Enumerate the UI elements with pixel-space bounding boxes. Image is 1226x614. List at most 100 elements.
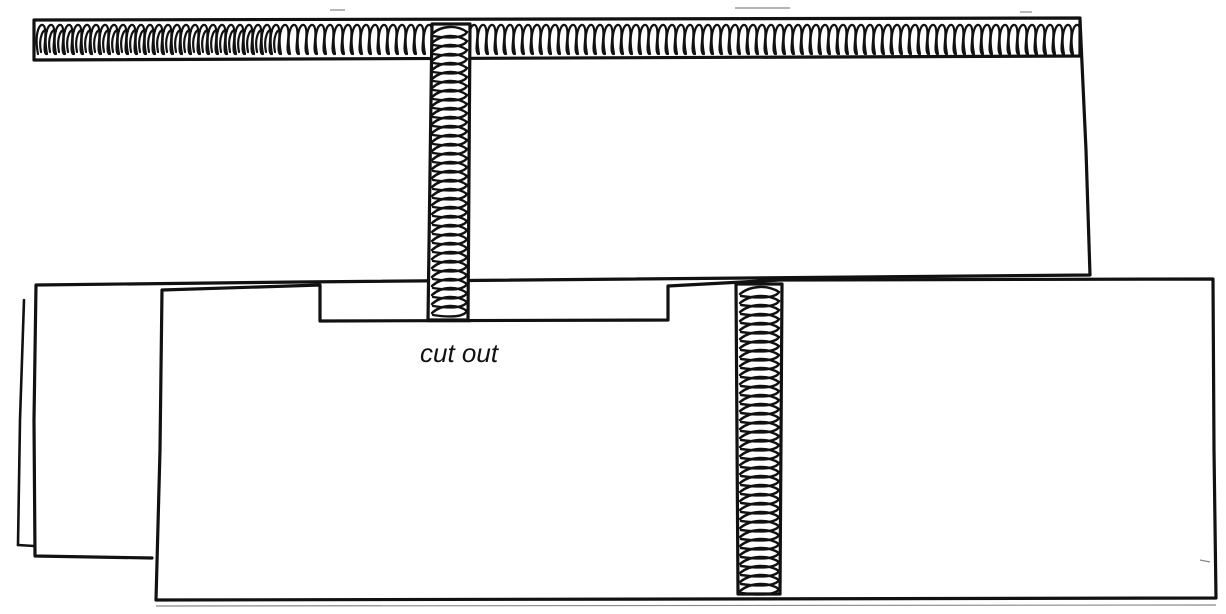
hem-stitch-loop <box>233 23 246 56</box>
hem-stitch-loop <box>764 23 777 56</box>
hem-stitch-loop <box>845 23 858 56</box>
hem-stitch-loop <box>287 23 300 56</box>
hem-stitch-loop <box>1016 23 1029 56</box>
hem-stitch-loop <box>368 23 381 56</box>
hem-stitch-loop <box>1052 23 1065 56</box>
hem-stitch-loop <box>1070 23 1083 56</box>
hem-stitch-loop <box>224 23 237 56</box>
hem-stitch-loop <box>944 23 957 56</box>
sketch-mark <box>1199 559 1211 563</box>
cut-out-label: cut out <box>420 338 500 368</box>
hem-stitch-loop <box>647 23 660 56</box>
hem-stitch-loop <box>719 23 732 56</box>
back-fabric-panel <box>16 16 1092 560</box>
hem-stitch-loop <box>890 23 903 56</box>
hem-stitch-loop <box>134 23 147 56</box>
front-panel-outline <box>154 277 1218 602</box>
hem-stitch-loop <box>809 23 822 56</box>
hem-stitch-loop <box>746 23 759 56</box>
hem-stitch-loop <box>242 23 255 56</box>
hem-stitch-loop <box>800 23 813 56</box>
hem-stitch-loop <box>386 23 399 56</box>
hem-stitch-loop <box>53 23 66 56</box>
hem-stitch-loop <box>503 23 516 56</box>
hem-stitch-loop <box>926 23 939 56</box>
hem-stitch-loop <box>773 23 786 56</box>
back-panel-bottom-edge-shadow <box>16 543 36 548</box>
hem-stitch-loop <box>557 23 570 56</box>
hem-stitch-loop <box>269 23 282 56</box>
hem-stitch-loop <box>602 23 615 56</box>
hem-stitch-loop <box>107 23 120 56</box>
hem-stitch-loop <box>1025 23 1038 56</box>
hem-stitch-loop <box>1043 23 1056 56</box>
hem-stitch-loop <box>1007 23 1020 56</box>
hem-stitch-loop <box>152 23 165 56</box>
hem-stitch-loop <box>827 23 840 56</box>
hem-stitch-loop <box>908 23 921 56</box>
hem-stitch-loop <box>278 23 291 56</box>
hem-stitch-loop <box>674 23 687 56</box>
hem-stitch-loop <box>215 23 228 56</box>
back-panel-vertical-seam <box>426 22 472 322</box>
hem-stitch-loop <box>701 23 714 56</box>
hem-stitch-loop <box>80 23 93 56</box>
hem-stitch-loop <box>728 23 741 56</box>
hem-stitch-loop <box>989 23 1002 56</box>
hem-stitch-loop <box>413 23 426 56</box>
seam-stitch-loop <box>738 582 781 596</box>
hem-stitch-loop <box>818 23 831 56</box>
hem-stitch-loop <box>62 23 75 56</box>
hem-stitch-loop <box>89 23 102 56</box>
hem-stitch-loop <box>593 23 606 56</box>
hem-stitch-loop <box>782 23 795 56</box>
hem-stitch-loop <box>629 23 642 56</box>
hem-stitch-loop <box>404 23 417 56</box>
hem-stitch-loop <box>980 23 993 56</box>
hem-stitch-loop <box>998 23 1011 56</box>
front-panel-vertical-seam <box>734 282 784 596</box>
hem-stitch-loop <box>35 23 48 56</box>
hem-stitch-loop <box>206 23 219 56</box>
hem-stitch-loop <box>710 23 723 56</box>
hem-stitch-loop <box>179 23 192 56</box>
hem-stitch-loop <box>962 23 975 56</box>
hem-stitch-loop <box>143 23 156 56</box>
hem-stitch-loop <box>620 23 633 56</box>
hem-stitch-loop <box>314 23 327 56</box>
hem-stitch-loop <box>305 23 318 56</box>
hem-stitch-loop <box>476 23 489 56</box>
hem-stitch-loop <box>953 23 966 56</box>
back-panel-left-edge-shadow <box>16 298 26 547</box>
hem-stitch-loop <box>755 23 768 56</box>
hem-stitch-loop <box>188 23 201 56</box>
hem-stitch-loop <box>395 23 408 56</box>
hem-stitch-loop <box>566 23 579 56</box>
hem-stitch-loop <box>341 23 354 56</box>
hem-stitch-loop <box>350 23 363 56</box>
hem-stitch-loop <box>854 23 867 56</box>
hem-stitch-loop <box>98 23 111 56</box>
hem-stitch-loop <box>683 23 696 56</box>
hem-stitch-loop <box>1034 23 1047 56</box>
hem-stitch-loop <box>251 23 264 56</box>
hem-stitch-loop <box>575 23 588 56</box>
hem-stitch-loop <box>512 23 525 56</box>
hem-stitch-loop <box>836 23 849 56</box>
hem-stitch-loop <box>485 23 498 56</box>
back-panel-outline <box>32 18 1092 560</box>
hem-stitch-loop <box>1061 23 1074 56</box>
front-fabric-panel <box>154 277 1218 607</box>
hem-stitch-loop <box>116 23 129 56</box>
hem-stitch-loop <box>899 23 912 56</box>
hem-stitch-loop <box>521 23 534 56</box>
hem-stitch-loop <box>359 23 372 56</box>
hem-stitch-loop <box>125 23 138 56</box>
hem-stitch-loop <box>170 23 183 56</box>
hem-stitch-loop <box>494 23 507 56</box>
hem-stitch-loop <box>323 23 336 56</box>
hem-stitch-loop <box>44 23 57 56</box>
hem-stitch-loop <box>611 23 624 56</box>
hem-stitch-loop <box>881 23 894 56</box>
